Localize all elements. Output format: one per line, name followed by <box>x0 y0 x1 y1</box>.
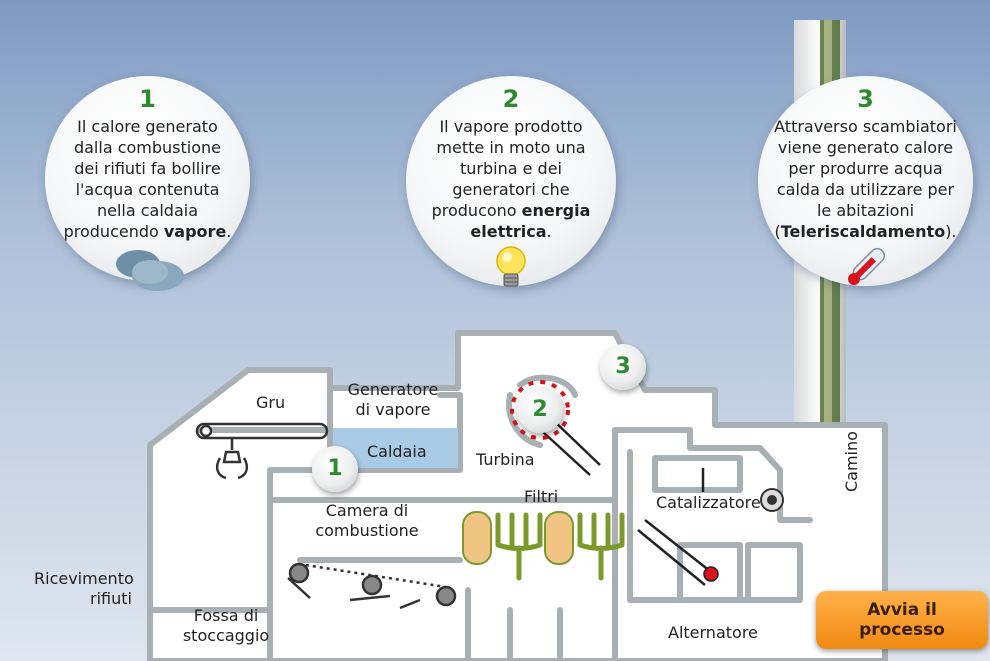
fan-gear-icon <box>760 488 784 512</box>
label-catalizzatore: Catalizzatore <box>656 493 761 512</box>
info-bubble-1: 1 Il calore generato dalla combustione d… <box>45 76 250 291</box>
bubble-text: Il calore generato dalla combustione dei… <box>45 116 250 242</box>
step-marker-1[interactable]: 1 <box>312 446 358 492</box>
turbine-pipe <box>542 419 601 476</box>
crane <box>195 422 329 480</box>
bubble-text-main: Il vapore prodotto mette in moto una tur… <box>431 117 586 220</box>
bubble-text-main: Attraverso scambiatori viene generato ca… <box>774 117 957 241</box>
bubble-text-main: Il calore generato dalla combustione dei… <box>63 117 222 241</box>
label-ricevimento-line1: Ricevimento <box>34 569 134 588</box>
label-generatore-line1: Generatore <box>347 380 439 399</box>
label-camera-line2: combustione <box>315 521 419 540</box>
generator-pipe <box>637 468 716 586</box>
label-turbina: Turbina <box>476 450 535 469</box>
alternator-dot <box>703 566 719 582</box>
label-ricevimento-line2: rifiuti <box>90 589 132 608</box>
conveyor-belt <box>287 562 457 610</box>
bubble-number: 1 <box>139 85 156 113</box>
label-generatore: Generatore di vapore <box>346 380 440 420</box>
bubble-text-end: . <box>546 222 552 241</box>
bubble-text-end: . <box>226 222 232 241</box>
bubble-text-bold: Teleriscaldamento <box>780 222 946 241</box>
lightbulb-icon <box>496 246 526 287</box>
turbine-highlight-ring <box>510 380 570 440</box>
bubble-text-bold: vapore <box>163 222 227 241</box>
info-bubble-2: 2 Il vapore prodotto mette in moto una t… <box>406 76 616 287</box>
label-caldaia: Caldaia <box>367 442 427 461</box>
start-process-button[interactable]: Avvia il processo <box>816 591 988 649</box>
bubble-text-bold: energia elettrica <box>470 201 591 241</box>
step-marker-3[interactable]: 3 <box>600 344 646 390</box>
label-ricevimento: Ricevimento rifiuti <box>34 569 134 609</box>
label-camino: Camino <box>842 431 861 492</box>
filters <box>462 511 625 581</box>
info-bubble-3: 3 Attraverso scambiatori viene generato … <box>758 76 973 286</box>
label-generatore-line2: di vapore <box>355 400 431 419</box>
bubble-text: Attraverso scambiatori viene generato ca… <box>758 116 973 242</box>
bubble-number: 3 <box>857 85 874 113</box>
thermometer-icon <box>847 247 885 286</box>
bubble-text: Il vapore prodotto mette in moto una tur… <box>406 116 616 242</box>
bubble-text-end: ). <box>945 222 957 241</box>
label-fossa: Fossa di stoccaggio <box>178 606 274 646</box>
label-fossa-line2: stoccaggio <box>182 626 270 645</box>
cloud-icon <box>115 250 184 291</box>
label-alternatore: Alternatore <box>668 623 758 642</box>
step-marker-2[interactable]: 2 <box>517 387 563 433</box>
plant-walls <box>147 374 813 661</box>
label-fossa-line1: Fossa di <box>193 606 259 625</box>
label-gru: Gru <box>256 393 286 412</box>
label-camera: Camera di combustione <box>308 501 426 541</box>
bubble-number: 2 <box>502 85 520 113</box>
label-camera-line1: Camera di <box>325 501 409 520</box>
label-filtri: Filtri <box>524 487 559 506</box>
